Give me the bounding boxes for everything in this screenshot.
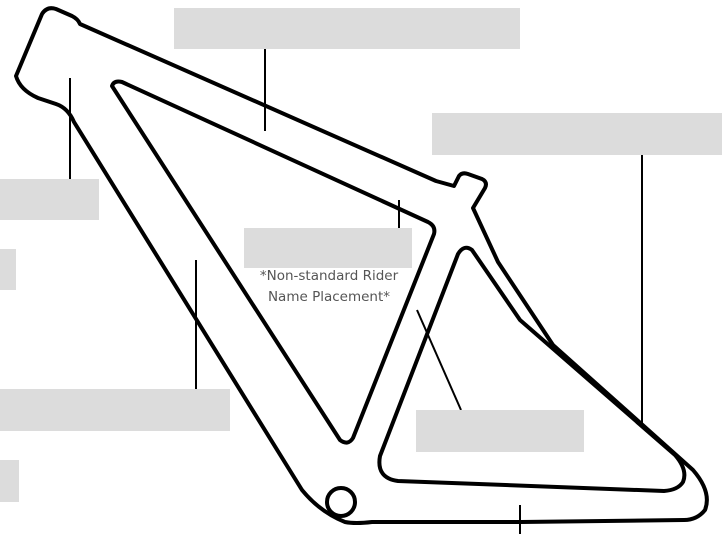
placement-note-line-1: *Non-standard Rider [259, 268, 399, 284]
placement-note: *Non-standard Rider Name Placement* [244, 266, 414, 308]
front-triangle-opening [110, 79, 437, 445]
bottom-bracket-circle [325, 486, 357, 518]
label-box-side-small-2 [0, 460, 19, 502]
label-box-down-tube [0, 389, 230, 431]
label-box-seat-tube [416, 410, 584, 452]
leader-seat-tube [416, 309, 462, 411]
label-box-seat-stay [432, 113, 722, 155]
rear-triangle-opening [377, 245, 687, 493]
placement-note-line-2: Name Placement* [267, 289, 391, 305]
label-box-rider-name [244, 228, 412, 268]
label-box-side-small-1 [0, 249, 16, 290]
label-box-head-tube [0, 179, 99, 220]
label-box-top-tube [174, 8, 520, 49]
frame-outer-outline [14, 6, 709, 525]
